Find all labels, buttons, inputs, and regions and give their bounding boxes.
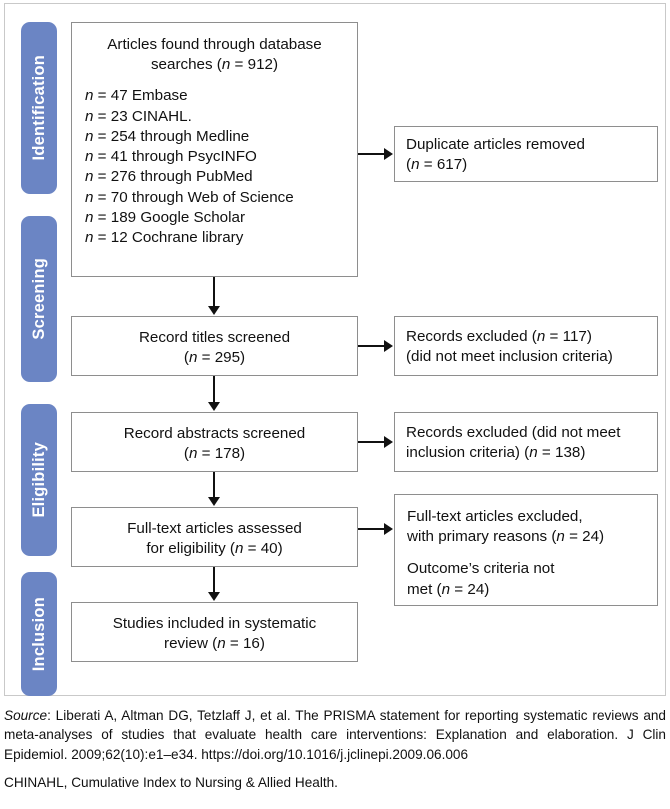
n-symbol: n bbox=[85, 107, 94, 125]
n-symbol: n bbox=[188, 349, 198, 367]
arrowhead-down-icon bbox=[208, 306, 220, 315]
box-record-abstracts-screened: Record abstracts screened (n = 178) bbox=[71, 412, 358, 472]
fulltext-excluded-reason-primary: Full-text articles excluded, with primar… bbox=[407, 507, 645, 547]
box-records-excluded-1-line-1: Records excluded (n = 117) bbox=[406, 328, 592, 345]
list-item: n = 41 through PsycINFO bbox=[85, 148, 257, 166]
diagram-frame: Identification Screening Eligibility Inc… bbox=[4, 3, 666, 696]
list-item: n = 12 Cochrane library bbox=[85, 228, 244, 246]
n-symbol: n bbox=[85, 228, 94, 246]
arrowhead-right-icon bbox=[384, 436, 393, 448]
connector-titles-to-excluded bbox=[358, 345, 386, 347]
box-records-excluded-abstracts: Records excluded (did not meet inclusion… bbox=[394, 412, 658, 472]
arrowhead-right-icon bbox=[384, 340, 393, 352]
n-symbol: n bbox=[529, 444, 538, 462]
box-records-excluded-2-line-2: inclusion criteria) (n = 138) bbox=[406, 444, 586, 462]
connector-fulltext-to-excluded bbox=[358, 528, 386, 530]
stage-tab-screening-label: Screening bbox=[29, 258, 48, 340]
stage-tab-identification: Identification bbox=[21, 22, 57, 194]
box-fulltext-assessed-line-1: Full-text articles assessed bbox=[127, 520, 302, 537]
box-duplicates-line-1: Duplicate articles removed bbox=[406, 136, 585, 153]
n-symbol: n bbox=[85, 208, 94, 226]
list-item: n = 47 Embase bbox=[85, 87, 188, 105]
abbreviation-note: CHINAHL, Cumulative Index to Nursing & A… bbox=[4, 774, 338, 790]
list-item: n = 189 Google Scholar bbox=[85, 208, 246, 226]
fulltext-excluded-line-1: Full-text articles excluded, bbox=[407, 508, 583, 525]
box-fulltext-articles-excluded: Full-text articles excluded, with primar… bbox=[394, 494, 658, 606]
box-articles-found: Articles found through database searches… bbox=[71, 22, 358, 277]
fulltext-excluded-line-2: with primary reasons (n = 24) bbox=[407, 528, 605, 546]
box-studies-included-line-2: review (n = 16) bbox=[164, 635, 265, 653]
n-symbol: n bbox=[85, 87, 94, 105]
n-symbol: n bbox=[85, 127, 94, 145]
stage-tab-eligibility-label: Eligibility bbox=[29, 442, 48, 518]
n-symbol: n bbox=[441, 580, 451, 598]
arrowhead-down-icon bbox=[208, 592, 220, 601]
list-item: n = 23 CINAHL. bbox=[85, 107, 192, 125]
connector-identification-to-titles bbox=[213, 277, 215, 307]
n-symbol: n bbox=[221, 56, 231, 74]
n-symbol: n bbox=[411, 156, 420, 174]
box-titles-line-2: (n = 295) bbox=[183, 349, 246, 367]
box-records-excluded-1-line-2: (did not meet inclusion criteria) bbox=[406, 348, 613, 366]
connector-identification-to-duplicates bbox=[358, 153, 386, 155]
source-label: Source bbox=[4, 708, 48, 723]
stage-tab-eligibility: Eligibility bbox=[21, 404, 57, 556]
box-fulltext-assessed-line-2: for eligibility (n = 40) bbox=[146, 540, 283, 558]
stage-tab-inclusion: Inclusion bbox=[21, 572, 57, 696]
box-duplicates-line-2: (n = 617) bbox=[406, 156, 468, 174]
arrowhead-down-icon bbox=[208, 497, 220, 506]
fulltext-excluded-line-4: met (n = 24) bbox=[407, 580, 490, 598]
source-citation-text: : Liberati A, Altman DG, Tetzlaff J, et … bbox=[4, 708, 666, 762]
box-abstracts-line-1: Record abstracts screened bbox=[123, 425, 306, 442]
box-record-titles-screened: Record titles screened (n = 295) bbox=[71, 316, 358, 376]
n-symbol: n bbox=[85, 168, 94, 186]
box-duplicate-articles-removed: Duplicate articles removed (n = 617) bbox=[394, 126, 658, 182]
n-symbol: n bbox=[556, 528, 565, 546]
source-counts-list: n = 47 Embase n = 23 CINAHL. n = 254 thr… bbox=[85, 86, 344, 248]
stage-tab-identification-label: Identification bbox=[29, 55, 48, 161]
connector-fulltext-to-included bbox=[213, 567, 215, 593]
n-symbol: n bbox=[234, 540, 244, 558]
n-symbol: n bbox=[85, 188, 94, 206]
source-citation: Source: Liberati A, Altman DG, Tetzlaff … bbox=[4, 706, 666, 764]
n-symbol: n bbox=[188, 445, 198, 463]
box-articles-found-title: Articles found through database searches… bbox=[107, 36, 322, 74]
list-item: n = 70 through Web of Science bbox=[85, 188, 294, 206]
box-records-excluded-titles: Records excluded (n = 117) (did not meet… bbox=[394, 316, 658, 376]
connector-abstracts-to-fulltext bbox=[213, 472, 215, 498]
fulltext-excluded-line-3: Outcome’s criteria not bbox=[407, 560, 555, 578]
connector-abstracts-to-excluded bbox=[358, 441, 386, 443]
footnote: Source: Liberati A, Altman DG, Tetzlaff … bbox=[4, 706, 666, 792]
connector-titles-to-abstracts bbox=[213, 376, 215, 403]
box-titles-line-1: Record titles screened bbox=[138, 329, 291, 346]
box-abstracts-line-2: (n = 178) bbox=[183, 445, 246, 463]
fulltext-excluded-reason-outcome: Outcome’s criteria not met (n = 24) bbox=[407, 559, 645, 599]
arrowhead-right-icon bbox=[384, 523, 393, 535]
arrowhead-right-icon bbox=[384, 148, 393, 160]
box-fulltext-articles-assessed: Full-text articles assessed for eligibil… bbox=[71, 507, 358, 567]
box-records-excluded-2-line-1: Records excluded (did not meet bbox=[406, 424, 621, 441]
n-symbol: n bbox=[85, 148, 94, 166]
n-symbol: n bbox=[217, 635, 226, 653]
arrowhead-down-icon bbox=[208, 402, 220, 411]
box-studies-included-line-1: Studies included in systematic bbox=[112, 615, 317, 632]
n-symbol: n bbox=[536, 328, 546, 345]
list-item: n = 254 through Medline bbox=[85, 127, 250, 145]
stage-tab-screening: Screening bbox=[21, 216, 57, 382]
box-studies-included: Studies included in systematic review (n… bbox=[71, 602, 358, 662]
list-item: n = 276 through PubMed bbox=[85, 168, 253, 186]
stage-tab-inclusion-label: Inclusion bbox=[29, 596, 48, 672]
